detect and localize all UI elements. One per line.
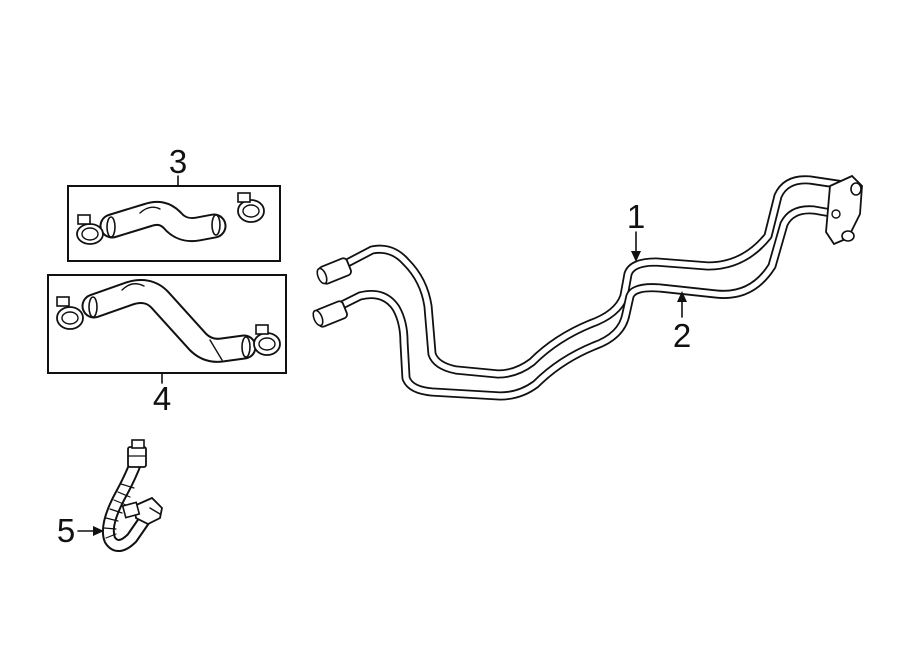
- hose-3: [99, 200, 227, 243]
- part-3-group[interactable]: 3: [67, 143, 281, 262]
- part-1-callout: 1: [627, 198, 645, 235]
- part-2-callout-group: 2: [673, 291, 691, 354]
- part-4-group[interactable]: 4: [47, 274, 287, 417]
- part-2-tube[interactable]: [319, 205, 853, 401]
- tube-end-fitting-icon: [312, 300, 348, 328]
- wire-ribs: [103, 483, 135, 539]
- part-2-callout: 2: [673, 317, 691, 354]
- arrow-head-icon: [93, 526, 104, 536]
- tube-end-fitting-icon: [316, 257, 352, 285]
- part-3-callout: 3: [169, 143, 187, 180]
- part-5-sensor[interactable]: [101, 439, 163, 552]
- part-1-tube[interactable]: [325, 175, 855, 379]
- clamp-icon: [253, 324, 281, 356]
- part-4-box: [47, 274, 287, 374]
- part-5-callout-group: 5: [57, 512, 104, 549]
- connector-icon: [127, 439, 147, 468]
- arrow-head-icon: [631, 251, 641, 262]
- sensor-clip-icon: [121, 496, 163, 526]
- arrow-head-icon: [677, 291, 687, 302]
- part-1-callout-group: 1: [627, 198, 645, 262]
- part-5-callout: 5: [57, 512, 75, 549]
- clamp-icon: [56, 296, 84, 330]
- clamp-icon: [76, 214, 104, 245]
- part-3-box: [67, 185, 281, 262]
- hose-4: [81, 279, 257, 363]
- clamp-icon: [237, 192, 265, 223]
- tube-bracket-icon: [825, 174, 863, 246]
- part-4-callout: 4: [153, 380, 171, 417]
